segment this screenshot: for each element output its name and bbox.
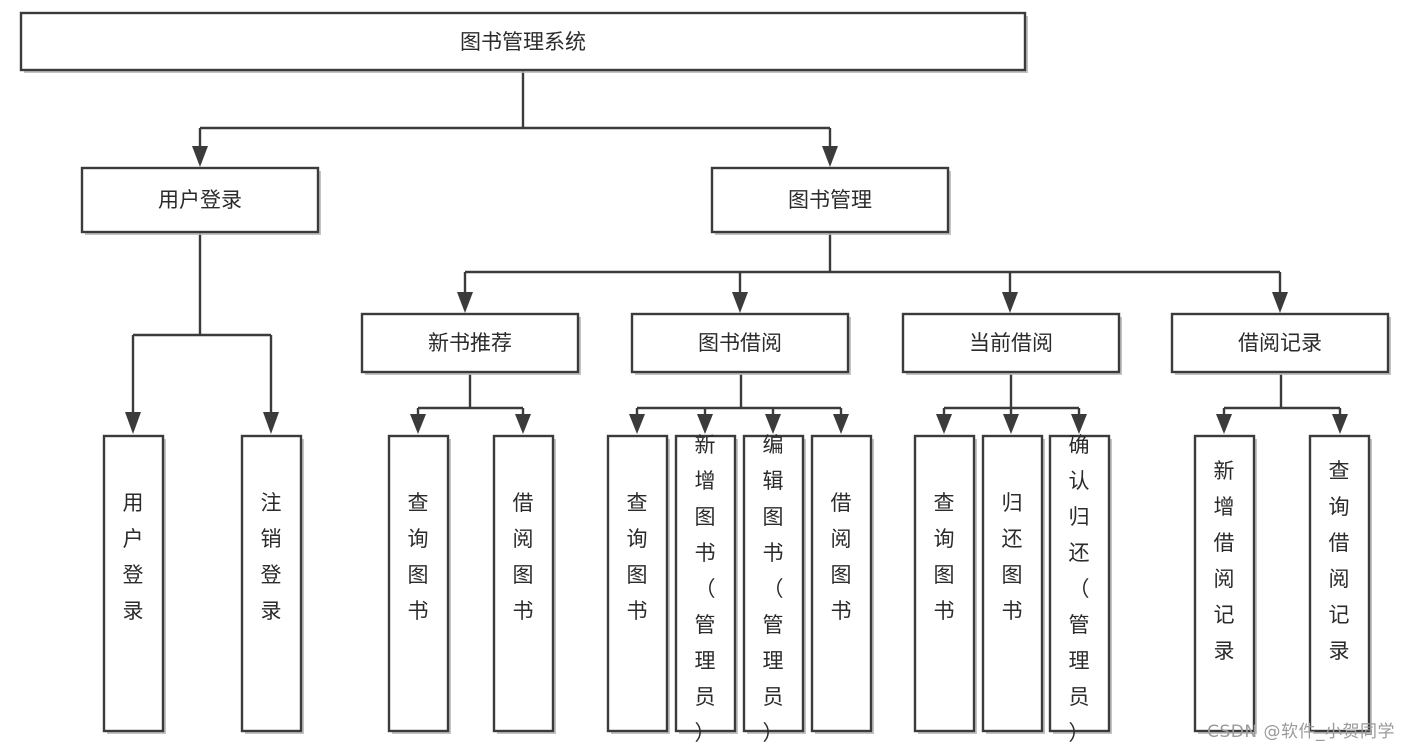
arrow-head-userlogin <box>192 146 208 167</box>
arrow-head-bookborrow-leaf-2 <box>697 414 713 434</box>
arrow-head-bookborrow-leaf-1 <box>629 414 645 434</box>
leaf-current-borrow-3[interactable]: 确认归还（管理员） <box>1048 433 1112 745</box>
leaf-book-borrow-4-label: 借阅图书 <box>831 491 852 623</box>
connector-group-bookborrow <box>629 374 849 434</box>
leaf-book-borrow-3[interactable]: 编辑图书（管理员） <box>742 433 806 745</box>
connector-group-borrowrecord <box>1216 374 1348 434</box>
leaf-current-borrow-2-label: 归还图书 <box>1002 491 1023 623</box>
leaf-book-borrow-2-box[interactable] <box>674 434 737 733</box>
node-borrow-record[interactable]: 借阅记录 <box>1170 312 1391 375</box>
leaf-book-borrow-4[interactable]: 借阅图书 <box>810 434 874 734</box>
node-new-book-recommend-box[interactable] <box>360 312 580 374</box>
leaf-user-login-2[interactable]: 注销登录 <box>240 434 304 734</box>
node-root[interactable]: 图书管理系统 <box>19 11 1028 73</box>
connector-group-newbook <box>410 374 531 434</box>
arrow-head-userlogin-leaf-1 <box>125 412 141 434</box>
arrow-head-currentborrow-leaf-3 <box>1071 414 1087 434</box>
leaf-current-borrow-3-label: 确认归还（管理员） <box>1069 433 1090 745</box>
leaf-user-login-1-label: 用户登录 <box>123 491 144 623</box>
node-user-login-box[interactable] <box>80 166 320 234</box>
node-root-box[interactable] <box>19 11 1027 72</box>
connector-group-bookmgmt <box>457 232 1288 313</box>
arrow-head-bookborrow-leaf-4 <box>833 414 849 434</box>
leaf-new-book-2-label: 借阅图书 <box>513 491 534 623</box>
leaf-user-login-2-box[interactable] <box>240 434 303 733</box>
leaf-new-book-2[interactable]: 借阅图书 <box>492 434 556 734</box>
leaf-book-borrow-1[interactable]: 查询图书 <box>606 434 670 734</box>
arrow-head-currentborrow-leaf-1 <box>936 414 952 434</box>
arrow-head-newbook <box>457 292 473 313</box>
node-book-management[interactable]: 图书管理 <box>710 166 951 235</box>
leaf-book-borrow-3-label: 编辑图书（管理员） <box>763 433 784 745</box>
arrow-head-bookborrow-leaf-3 <box>765 414 781 434</box>
leaf-book-borrow-4-box[interactable] <box>810 434 873 733</box>
node-new-book-recommend-label: 新书推荐 <box>428 331 512 355</box>
leaf-new-book-1[interactable]: 查询图书 <box>387 434 451 734</box>
arrow-head-borrowrecord <box>1272 292 1288 313</box>
arrow-head-bookmgmt <box>822 146 838 167</box>
node-current-borrow[interactable]: 当前借阅 <box>901 312 1122 375</box>
arrow-head-borrowrecord-leaf-1 <box>1216 414 1232 434</box>
node-borrow-record-box[interactable] <box>1170 312 1390 374</box>
leaf-borrow-record-1-box[interactable] <box>1193 434 1256 733</box>
leaf-book-borrow-1-label: 查询图书 <box>627 491 648 623</box>
connector-group-root <box>192 70 838 167</box>
leaf-borrow-record-2[interactable]: 查询借阅记录 <box>1308 434 1372 734</box>
arrow-head-newbook-leaf-1 <box>410 414 426 434</box>
arrow-head-currentborrow <box>1002 292 1018 313</box>
leaf-user-login-1[interactable]: 用户登录 <box>102 434 166 734</box>
arrow-head-borrowrecord-leaf-2 <box>1332 414 1348 434</box>
node-current-borrow-box[interactable] <box>901 312 1121 374</box>
leaf-current-borrow-2[interactable]: 归还图书 <box>981 434 1045 734</box>
node-book-borrow-box[interactable] <box>630 312 850 374</box>
leaf-book-borrow-3-box[interactable] <box>742 434 805 733</box>
arrow-head-currentborrow-leaf-2 <box>1003 414 1019 434</box>
node-user-login-label: 用户登录 <box>158 188 242 212</box>
connector-group-currentborrow <box>936 374 1087 434</box>
leaf-borrow-record-1[interactable]: 新增借阅记录 <box>1193 434 1257 734</box>
arrow-head-bookborrow <box>732 292 748 313</box>
arrow-head-userlogin-leaf-2 <box>263 412 279 434</box>
leaf-book-borrow-1-box[interactable] <box>606 434 669 733</box>
leaf-new-book-1-box[interactable] <box>387 434 450 733</box>
leaf-current-borrow-3-box[interactable] <box>1048 434 1111 733</box>
leaf-user-login-2-label: 注销登录 <box>261 491 282 623</box>
leaf-borrow-record-2-box[interactable] <box>1308 434 1371 733</box>
leaf-book-borrow-2[interactable]: 新增图书（管理员） <box>674 433 738 745</box>
leaf-new-book-1-label: 查询图书 <box>408 491 429 623</box>
node-current-borrow-label: 当前借阅 <box>969 331 1053 355</box>
leaf-current-borrow-1-label: 查询图书 <box>934 491 955 623</box>
node-book-management-box[interactable] <box>710 166 950 234</box>
leaf-new-book-2-box[interactable] <box>492 434 555 733</box>
arrow-head-newbook-leaf-2 <box>515 414 531 434</box>
leaf-user-login-1-box[interactable] <box>102 434 165 733</box>
node-new-book-recommend[interactable]: 新书推荐 <box>360 312 581 375</box>
node-book-management-label: 图书管理 <box>788 188 872 212</box>
node-user-login[interactable]: 用户登录 <box>80 166 321 235</box>
leaf-current-borrow-1[interactable]: 查询图书 <box>913 434 977 734</box>
leaf-book-borrow-2-label: 新增图书（管理员） <box>695 433 716 745</box>
connector-group-userlogin <box>125 232 279 434</box>
leaf-current-borrow-1-box[interactable] <box>913 434 976 733</box>
node-book-borrow[interactable]: 图书借阅 <box>630 312 851 375</box>
leaf-borrow-record-2-label: 查询借阅记录 <box>1329 459 1350 663</box>
leaf-borrow-record-1-label: 新增借阅记录 <box>1214 459 1235 663</box>
node-root-label: 图书管理系统 <box>460 30 586 54</box>
leaf-current-borrow-2-box[interactable] <box>981 434 1044 733</box>
node-book-borrow-label: 图书借阅 <box>698 331 782 355</box>
node-borrow-record-label: 借阅记录 <box>1238 331 1322 355</box>
